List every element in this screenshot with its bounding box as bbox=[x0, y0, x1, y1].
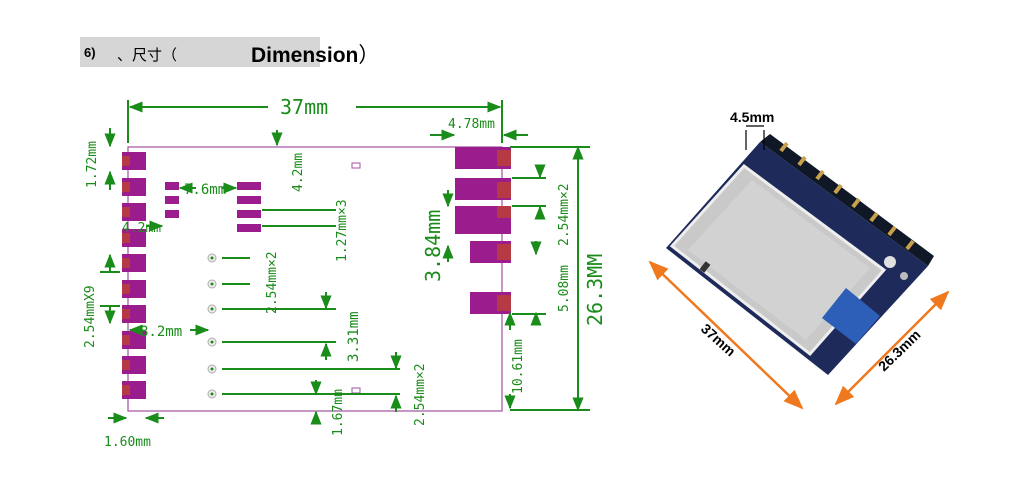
label-top-right-offset: 4.78mm bbox=[448, 117, 495, 132]
label-pitch-x3: 1.27mm×3 bbox=[335, 199, 350, 262]
label-left-pad-offset: 8.2mm bbox=[140, 324, 182, 340]
photo-dimension-lines bbox=[648, 260, 950, 410]
label-pitch-x2-middle: 2.54mm×2 bbox=[265, 251, 280, 314]
label-left-inner-offset: 4.2mm bbox=[122, 221, 161, 236]
label-right-bottom-offset: 10.61mm bbox=[511, 339, 526, 394]
label-right-pitch-x2: 2.54mm×2 bbox=[557, 183, 572, 246]
label-bottom-pitch-x2: 2.54mm×2 bbox=[413, 363, 428, 426]
section-heading: 6) 、尺寸（ Dimension） bbox=[80, 37, 379, 67]
module-pins bbox=[779, 141, 915, 251]
module-component bbox=[884, 256, 896, 268]
via-row bbox=[207, 253, 217, 399]
label-left-pitch-x9: 2.54mmX9 bbox=[83, 285, 98, 348]
photo-thickness-marker bbox=[745, 125, 765, 150]
label-bottom-offset: 1.67mm bbox=[331, 389, 346, 436]
right-pad-holes bbox=[497, 150, 511, 311]
section-title-chinese: 、尺寸（ bbox=[117, 46, 178, 64]
left-pad-holes bbox=[122, 156, 130, 395]
section-number: 6) bbox=[84, 45, 96, 60]
label-right-height: 3.84mm bbox=[421, 210, 445, 282]
label-via-offset: 3.31mm bbox=[346, 311, 362, 362]
silk-marker-bottom bbox=[351, 387, 361, 394]
module-shield-inner bbox=[688, 180, 870, 340]
label-bottom-left-offset: 1.60mm bbox=[104, 435, 151, 450]
photo-thickness-label: 4.5mm bbox=[730, 109, 774, 125]
inner-small-pads bbox=[165, 182, 261, 232]
label-total-width: 37mm bbox=[280, 95, 328, 119]
dimension-lines bbox=[100, 100, 590, 425]
label-top-left-offset: 1.72mm bbox=[85, 141, 100, 188]
label-right-offset: 5.08mm bbox=[557, 265, 572, 312]
label-total-height: 26.3MM bbox=[583, 254, 607, 326]
silk-marker-top bbox=[351, 162, 361, 169]
via-centers bbox=[210, 256, 214, 396]
section-title-english: Dimension） bbox=[251, 44, 380, 67]
label-small-pad-spacing: 7.6mm bbox=[184, 182, 226, 198]
photo-width-label: 26.3mm bbox=[875, 326, 924, 374]
label-inner-top-offset: 4.2mm bbox=[291, 153, 306, 192]
module-component bbox=[900, 272, 908, 280]
